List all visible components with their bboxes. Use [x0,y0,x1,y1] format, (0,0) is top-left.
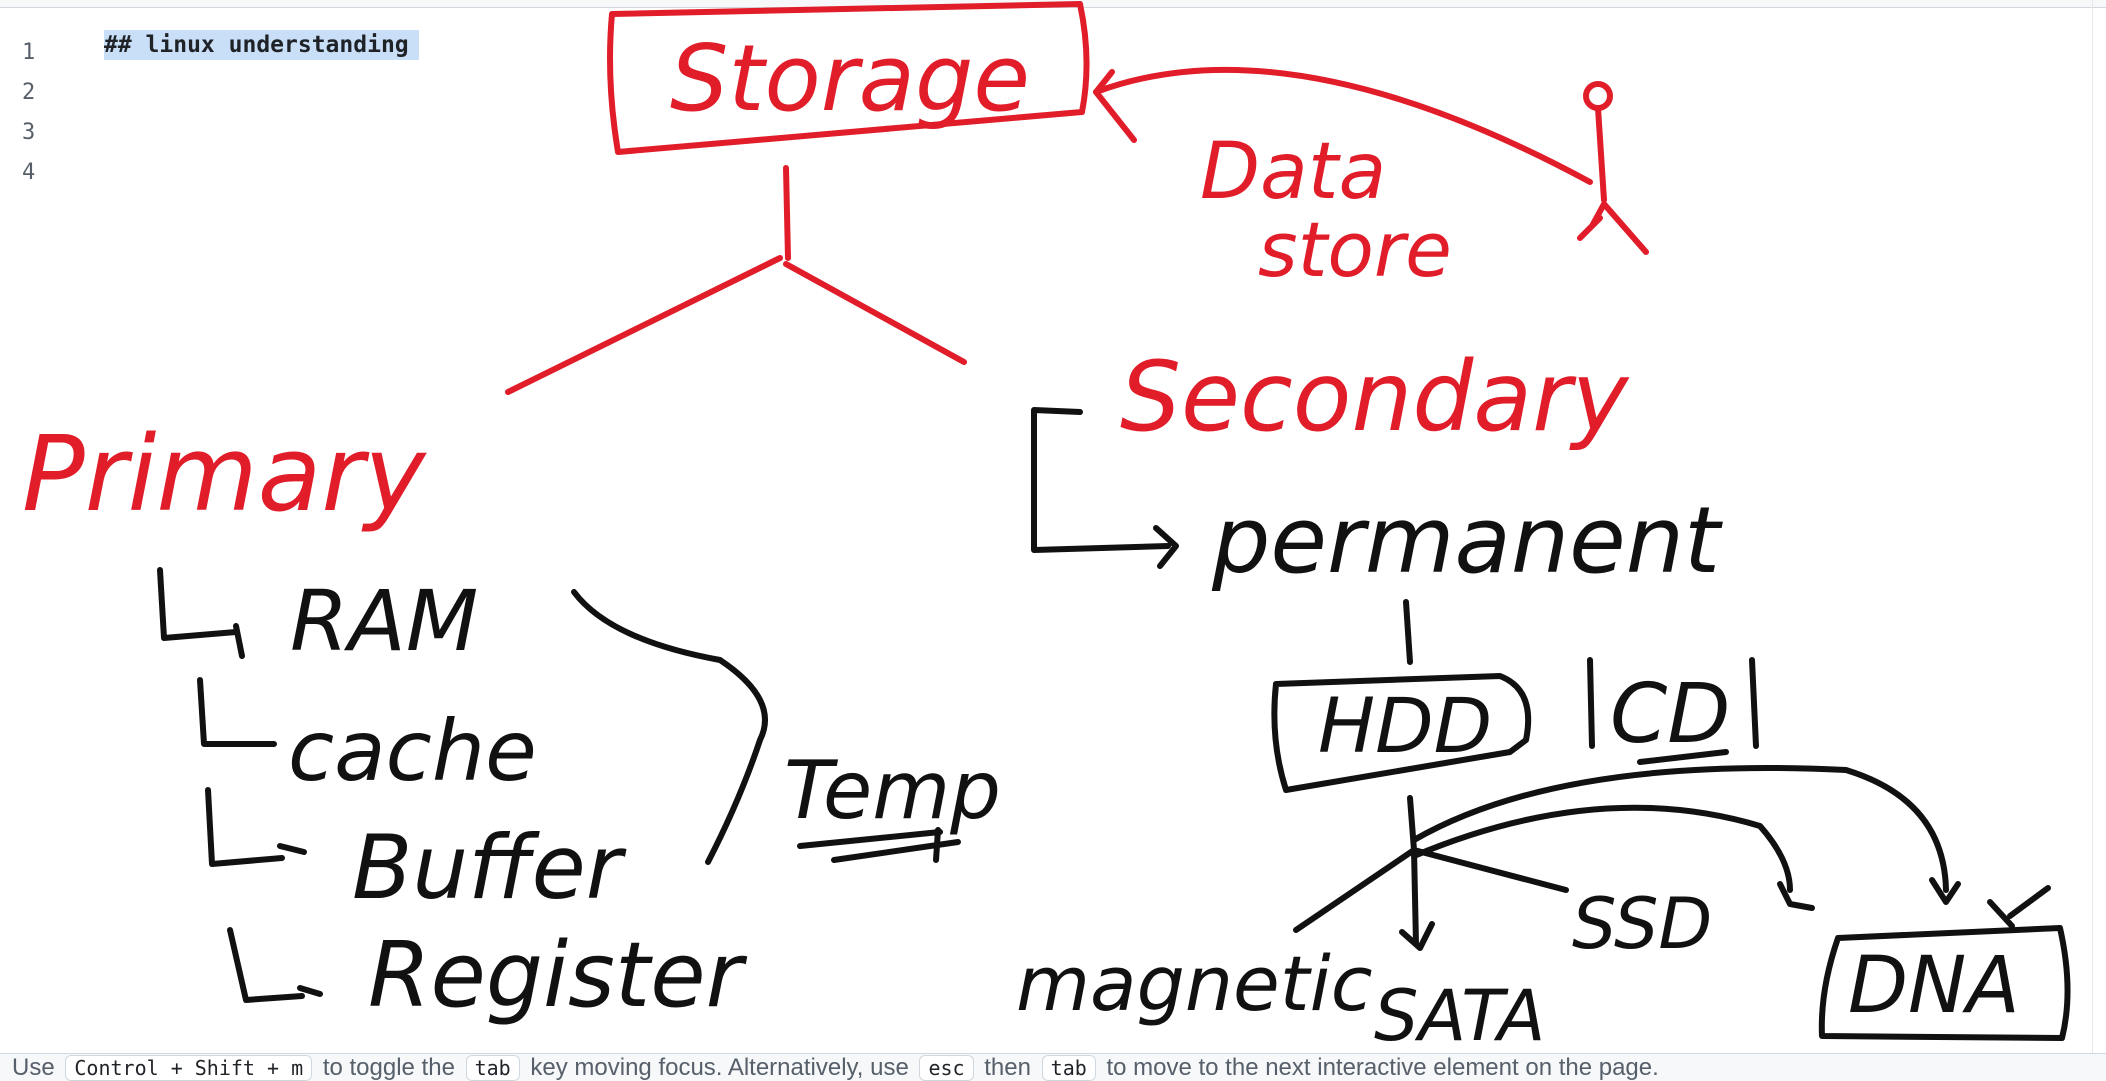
magnetic-label: magnetic [1016,939,1372,1028]
line-number: 2 [22,80,36,105]
line-number: 1 [22,40,36,65]
tab-key: tab [465,1055,520,1081]
primary-item-arrows [157,567,323,1003]
data-store-label-2: store [1258,205,1452,294]
hint-text: to toggle the [322,1054,455,1081]
dna-label: DNA [1848,941,2020,1031]
storage-label: Storage [670,25,1030,132]
secondary-label: Secondary [1120,341,1630,453]
editor-line-1[interactable]: ## linux understanding [104,30,419,60]
window-right-edge [2092,0,2106,1053]
cd-bars [1587,657,1759,765]
storage-to-datastore-arrow [1093,66,1593,185]
hint-text: to move to the next interactive element … [1106,1054,1659,1081]
ssd-label: SSD [1572,883,1712,965]
hdd-branches [1293,795,1569,951]
permanent-label: permanent [1211,487,1723,594]
buffer-label: Buffer [352,816,627,919]
sata-label: SATA [1374,975,1545,1045]
hint-text: Use [12,1054,55,1081]
hint-text: then [984,1054,1031,1081]
hdd-label: HDD [1318,681,1492,770]
data-store-label: Data [1200,127,1386,217]
line-number: 3 [22,120,36,145]
temp-label: Temp [784,744,1001,837]
shortcut-key: Control + Shift + m [65,1055,313,1081]
register-label: Register [368,923,748,1028]
keyboard-hint-bar: Use Control + Shift + m to toggle the ta… [0,1053,2106,1081]
code-editor[interactable]: 1 2 3 4 ## linux understanding [0,8,2106,1053]
hdd-box [1271,673,1532,793]
cd-label: CD [1610,667,1730,762]
dna-box [1818,925,2071,1041]
primary-label: Primary [22,413,427,535]
cache-label: cache [288,702,537,800]
storage-box [607,1,1090,155]
hint-text: key moving focus. Alternatively, use [530,1054,909,1081]
storage-tree [505,165,967,395]
esc-key: esc [919,1055,974,1081]
temp-brace [571,589,768,865]
handwritten-sketch-overlay: Storage Data store Primary Secondary per… [22,1,2071,1045]
line-number: 4 [22,160,36,185]
ram-label: RAM [290,572,478,670]
secondary-bracket [1031,407,1179,569]
tab-key: tab [1041,1055,1096,1081]
to-dna-arrow [1411,765,1961,905]
